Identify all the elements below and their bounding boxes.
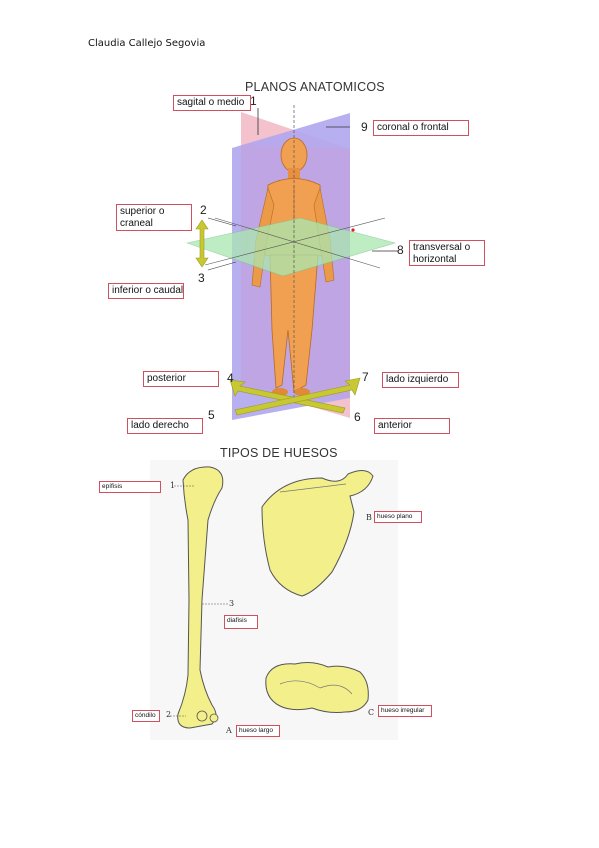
plane-number: 3 — [198, 271, 205, 285]
label-superior: superior o craneal — [116, 204, 192, 231]
label-inferior: inferior o caudal — [108, 283, 184, 299]
direction-arrows — [229, 377, 361, 416]
plane-number: 6 — [354, 410, 361, 424]
bone-marker: 3 — [229, 599, 235, 608]
plane-number: 1 — [250, 94, 257, 108]
bone-marker: A — [226, 726, 232, 735]
bone-marker: C — [368, 708, 375, 717]
flat-bone — [261, 470, 374, 597]
label-derecho: lado derecho — [127, 418, 203, 434]
author-name: Claudia Callejo Segovia — [88, 38, 206, 49]
label-diafisis: diafisis — [224, 615, 258, 629]
label-transversal: transversal o horizontal — [409, 240, 485, 266]
bone-marker: 2 — [166, 710, 172, 719]
superior-inferior-arrow — [195, 219, 209, 268]
bone-marker: 1 — [170, 481, 176, 490]
plane-number: 5 — [208, 408, 215, 422]
label-epifisis: epífisis — [99, 481, 161, 493]
label-posterior: posterior — [143, 371, 219, 387]
bone-marker: B — [366, 513, 372, 522]
plane-number: 7 — [362, 370, 369, 384]
plane-number: 9 — [361, 120, 368, 134]
long-bone — [177, 466, 224, 729]
planes-title: PLANOS ANATOMICOS — [245, 80, 385, 94]
label-condilo: cóndilo — [132, 710, 160, 722]
label-izquierdo: lado izquierdo — [382, 372, 459, 388]
label-sagital: sagital o medio — [173, 95, 251, 111]
irregular-bone — [265, 662, 369, 713]
label-coronal: coronal o frontal — [373, 120, 469, 136]
label-hueso-plano: hueso plano — [374, 511, 422, 523]
label-hueso-irregular: hueso irregular — [378, 705, 432, 717]
transverse-plane — [185, 217, 397, 277]
label-hueso-largo: hueso largo — [236, 725, 280, 737]
bones-title: TIPOS DE HUESOS — [220, 446, 338, 460]
plane-number: 4 — [227, 371, 234, 385]
plane-number: 2 — [200, 203, 207, 217]
label-anterior: anterior — [374, 418, 450, 434]
plane-number: 8 — [397, 243, 404, 257]
